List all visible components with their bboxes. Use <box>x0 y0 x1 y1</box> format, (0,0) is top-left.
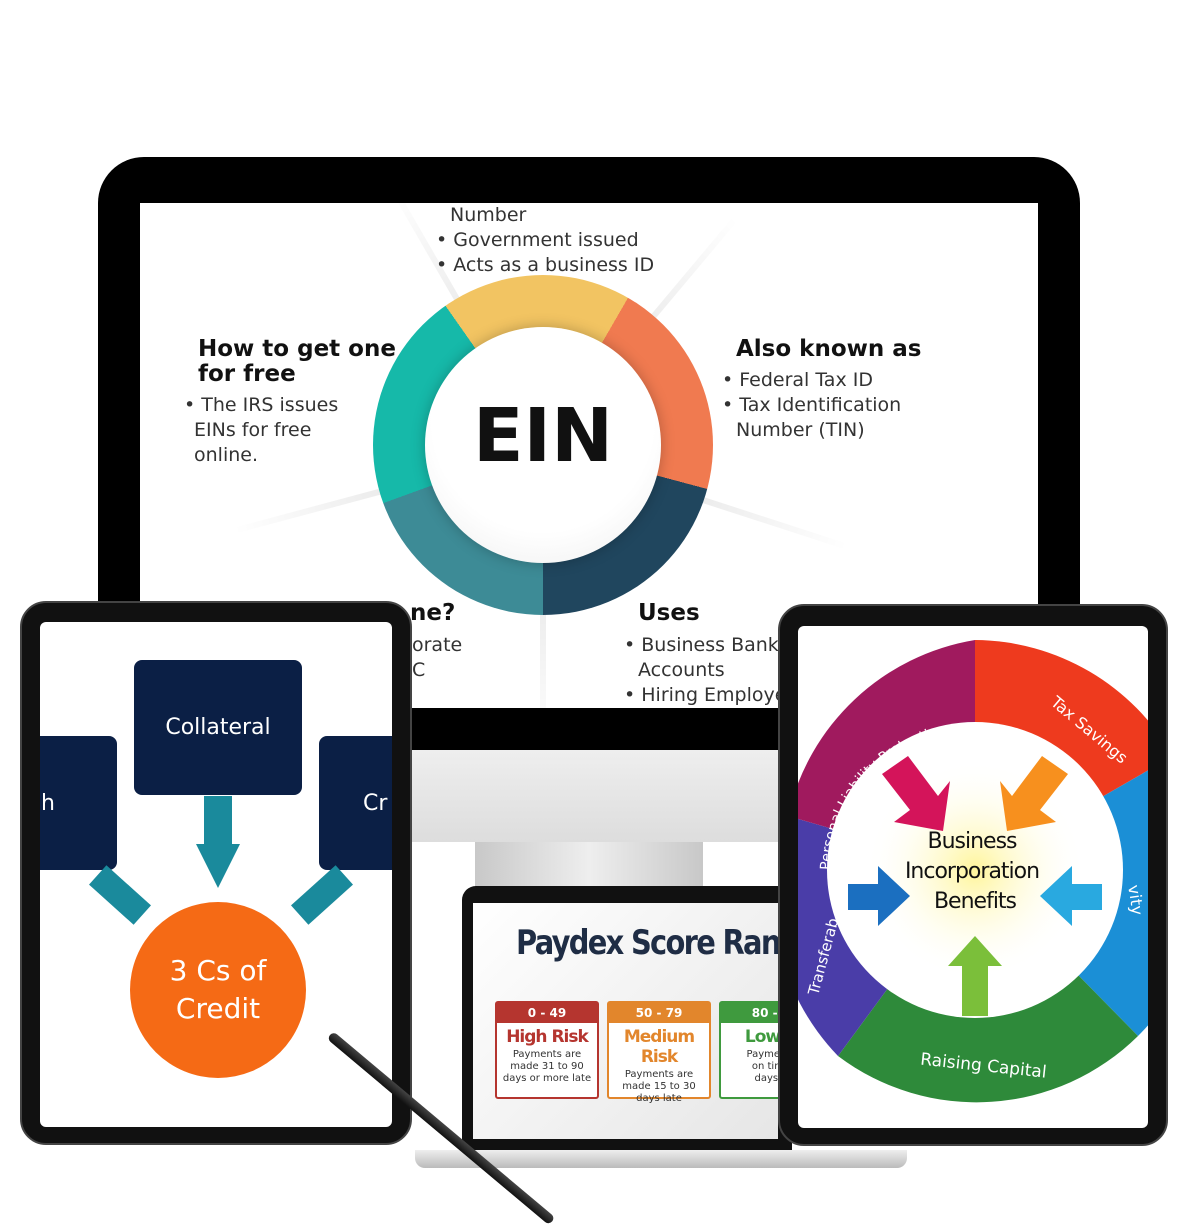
top-line: • Government issued <box>436 229 639 251</box>
card-desc: Payments are <box>512 1049 582 1060</box>
bottom-right-line: • Hiring Employe <box>624 684 787 706</box>
card-desc: Payments are <box>624 1069 694 1080</box>
left-line: • The IRS issues <box>184 394 339 416</box>
laptop-screen-paydex: Paydex Score Rang 0 - 49 High Risk Payme… <box>473 903 778 1139</box>
right-heading: Also known as <box>736 336 922 362</box>
card-title: Low R <box>744 1027 778 1047</box>
arrow-icon <box>848 866 910 926</box>
arrow-icon <box>882 756 950 831</box>
monitor-stand <box>475 842 703 890</box>
score-card-medium: 50 - 79 Medium Risk Payments are made 15… <box>607 1001 711 1104</box>
card-range: 80 - 1 <box>721 1003 778 1023</box>
arrow-icon <box>1040 866 1102 926</box>
right-line: • Federal Tax ID <box>722 369 873 391</box>
center-label: Incorporation <box>905 859 1039 884</box>
3cs-circle: 3 Cs of Credit <box>130 902 306 1078</box>
bottom-left-line: C <box>412 659 426 681</box>
card-desc: made 15 to 30 <box>622 1081 696 1092</box>
card-range: 0 - 49 <box>497 1003 597 1023</box>
segment-label: vity <box>1124 883 1147 915</box>
card-desc: days e <box>754 1073 778 1084</box>
circle-label: Credit <box>175 992 261 1025</box>
left-heading: for free <box>198 361 296 387</box>
arrow-down <box>204 796 232 846</box>
bottom-right-line: Accounts <box>638 659 725 681</box>
monitor-screen-ein-diagram: EIN Number • Government issued • Acts as… <box>140 203 1038 708</box>
svg-text:vity: vity <box>1124 883 1147 915</box>
laptop-base <box>415 1150 907 1168</box>
right-tablet-screen-benefits: Personal Liability Protection Tax Saving… <box>798 626 1148 1128</box>
arrow-icon <box>1000 756 1068 831</box>
bottom-right-line: • Business Bank <box>624 634 779 656</box>
bottom-left-heading: ne? <box>410 600 456 626</box>
card-title: High Risk <box>506 1027 589 1047</box>
box-collateral: Collateral <box>134 660 302 795</box>
left-heading: How to get one <box>198 336 396 362</box>
card-desc: days late <box>636 1093 682 1104</box>
bottom-left-line: orate <box>412 634 463 656</box>
paydex-title: Paydex Score Rang <box>516 923 778 963</box>
circle-label: 3 Cs of <box>169 954 267 987</box>
left-line: online. <box>194 444 258 466</box>
right-line: Number (TIN) <box>736 419 865 441</box>
top-line: Number <box>450 204 527 226</box>
arrow-diagonal-left <box>291 865 353 925</box>
bottom-right-heading: Uses <box>638 600 700 626</box>
score-card-high: 0 - 49 High Risk Payments are made 31 to… <box>495 1001 599 1099</box>
arrow-head <box>196 844 240 888</box>
box-capacity: h <box>40 736 117 870</box>
card-title: Medium Risk <box>623 1027 695 1067</box>
score-card-low: 80 - 1 Low R Payments on time days e <box>719 1001 778 1099</box>
center-label: Benefits <box>934 889 1017 914</box>
monitor-chin <box>412 750 782 842</box>
top-line: • Acts as a business ID <box>436 254 655 276</box>
arrow-icon <box>948 936 1002 1016</box>
left-line: EINs for free <box>194 419 312 441</box>
card-desc: Payments <box>746 1049 779 1060</box>
svg-text:Business Incorporation: Business Incorporation Benefits <box>905 829 1045 914</box>
card-desc: on time <box>751 1061 778 1072</box>
box-credit: Cr <box>319 736 392 870</box>
right-line: • Tax Identification <box>722 394 902 416</box>
arrow-diagonal-right <box>89 865 151 925</box>
ein-label: EIN <box>472 393 613 479</box>
center-label: Business <box>927 829 1017 854</box>
left-tablet-screen-3cs: h Collateral Cr 3 Cs of Credit <box>40 622 392 1127</box>
card-desc: made 31 to 90 <box>510 1061 584 1072</box>
card-range: 50 - 79 <box>609 1003 709 1023</box>
card-desc: days or more late <box>502 1073 592 1084</box>
ein-center-circle <box>425 327 661 563</box>
benefits-wheel: Personal Liability Protection Tax Saving… <box>798 640 1148 1103</box>
